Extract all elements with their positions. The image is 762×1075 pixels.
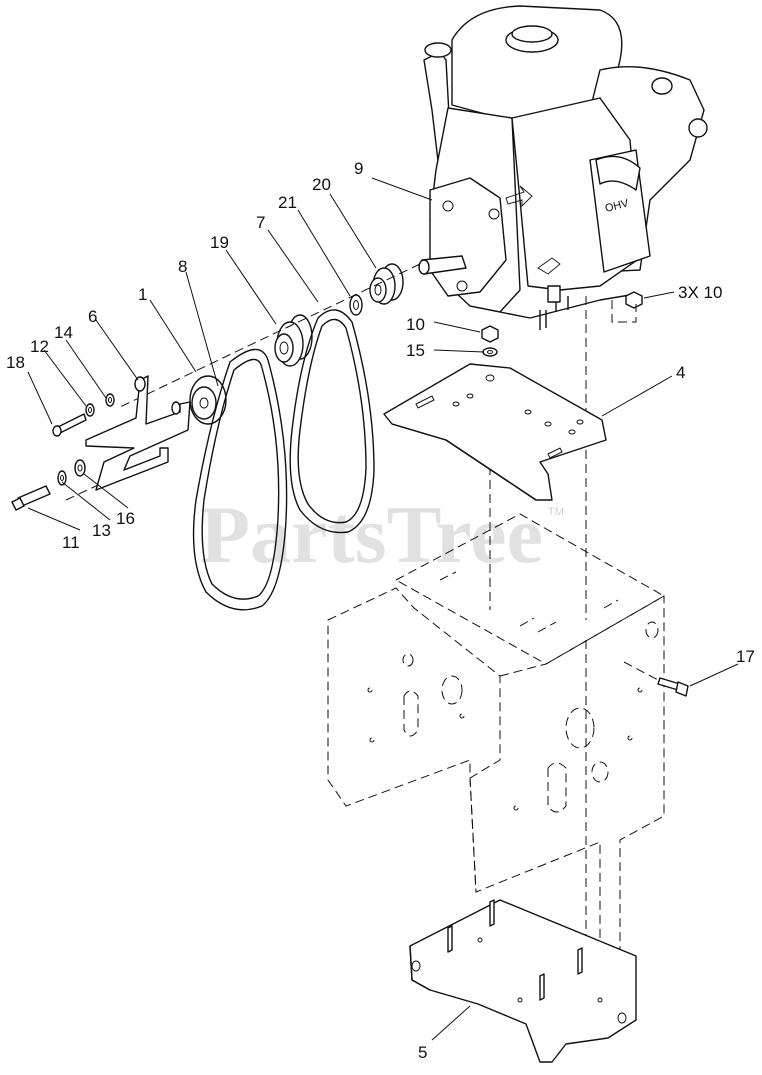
washer-13 <box>57 470 67 486</box>
belt-8 <box>192 348 288 611</box>
washer-16 <box>74 459 86 477</box>
callout-16: 16 <box>116 509 135 528</box>
washer-14 <box>105 393 115 407</box>
callout-labels: 1 4 5 6 7 8 9 10 3X 10 11 12 13 14 15 16… <box>6 159 755 1062</box>
leader-lines <box>27 177 739 1041</box>
bolt-17 <box>623 661 689 697</box>
svg-text:OHV: OHV <box>604 197 631 215</box>
callout-6: 6 <box>88 307 97 326</box>
callout-8: 8 <box>178 257 187 276</box>
bolt-18 <box>52 413 87 437</box>
callout-10: 10 <box>406 315 425 334</box>
engine: OHV <box>418 5 708 330</box>
callout-20: 20 <box>312 175 331 194</box>
frame-housing <box>327 513 666 961</box>
callout-3x10: 3X 10 <box>678 283 722 302</box>
callout-21: 21 <box>278 193 297 212</box>
watermark-trademark: TM <box>548 506 564 518</box>
callout-19: 19 <box>210 233 229 252</box>
idler-bracket-6 <box>85 375 191 491</box>
nut-10 <box>481 325 499 343</box>
callout-1: 1 <box>138 285 147 304</box>
callout-5: 5 <box>418 1043 427 1062</box>
bolt-11 <box>11 485 51 511</box>
watermark-text: PartsTree <box>200 489 543 580</box>
callout-13: 13 <box>92 521 111 540</box>
callout-9: 9 <box>354 159 363 178</box>
callout-12: 12 <box>30 337 49 356</box>
watermark: PartsTree TM <box>200 489 564 580</box>
callout-11: 11 <box>62 533 80 552</box>
idler-pulley-1 <box>189 375 227 425</box>
spacer-21 <box>349 294 363 316</box>
pulley-19 <box>274 314 313 367</box>
belt-7 <box>289 309 375 534</box>
callout-18: 18 <box>6 353 25 372</box>
washer-15 <box>482 347 498 357</box>
base-plate-5 <box>409 899 637 1063</box>
callout-4: 4 <box>676 363 685 382</box>
callout-17: 17 <box>736 647 755 666</box>
engine-mount-plate-4 <box>383 363 607 501</box>
drive-pulley-20 <box>369 263 404 305</box>
callout-14: 14 <box>54 323 73 342</box>
callout-15: 15 <box>406 341 425 360</box>
callout-7: 7 <box>256 213 265 232</box>
washer-12 <box>85 403 95 417</box>
